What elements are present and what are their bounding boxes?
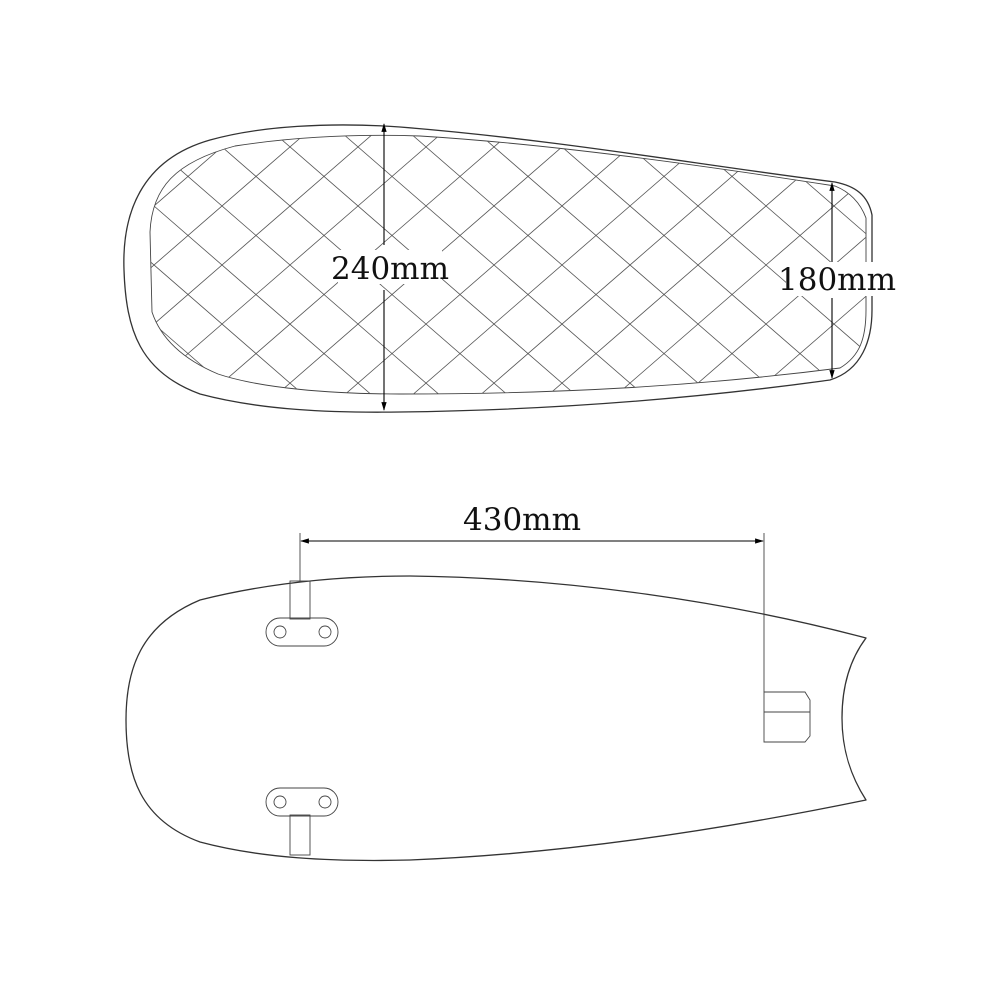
quilt-line xyxy=(916,100,1000,430)
quilt-line xyxy=(150,135,209,395)
top-view: 240mm 180mm xyxy=(0,100,1000,430)
front-bracket-upper xyxy=(265,580,339,647)
quilt-line xyxy=(0,100,140,430)
dimension-430mm: 430mm xyxy=(299,502,765,692)
quilt-line xyxy=(575,135,866,395)
dimension-240mm-label-bg xyxy=(338,250,442,284)
quilt-line xyxy=(984,100,1000,430)
dimension-240mm: 240mm xyxy=(331,123,449,411)
top-view-inner-panel xyxy=(149,134,867,395)
dimension-430mm-label: 430mm xyxy=(463,502,581,538)
front-bracket-lower xyxy=(265,787,339,856)
quilt-line xyxy=(0,100,72,430)
bracket-lower-plate xyxy=(265,787,339,817)
bracket-lower-hole-right-icon xyxy=(318,795,332,809)
dimension-240mm-label: 240mm xyxy=(331,251,449,287)
quilt-line xyxy=(150,135,209,395)
quilt-line xyxy=(150,135,413,395)
bracket-upper-stem xyxy=(289,580,311,620)
quilt-line xyxy=(150,135,277,395)
bracket-upper-hole-left-icon xyxy=(273,625,287,639)
quilt-line xyxy=(0,100,140,430)
bottom-view-outline xyxy=(125,575,867,862)
dimension-180mm: 180mm xyxy=(778,182,896,379)
bracket-upper-plate xyxy=(265,617,339,647)
quilt-line xyxy=(150,135,277,395)
quilt-line xyxy=(916,100,1000,430)
quilt-line xyxy=(0,100,72,430)
top-view-outer-outline xyxy=(123,124,873,413)
quilt-line xyxy=(150,135,345,395)
dimension-180mm-label-bg xyxy=(786,262,886,296)
bracket-lower-stem xyxy=(289,814,311,856)
rear-mount-tab xyxy=(763,691,811,743)
rear-tab-outline xyxy=(763,691,811,743)
dimension-180mm-label: 180mm xyxy=(778,262,896,298)
quilt-line xyxy=(984,100,1000,430)
bracket-lower-hole-left-icon xyxy=(273,795,287,809)
bracket-upper-hole-right-icon xyxy=(318,625,332,639)
quilt-line xyxy=(711,135,866,395)
bottom-view: 430mm xyxy=(125,502,867,862)
